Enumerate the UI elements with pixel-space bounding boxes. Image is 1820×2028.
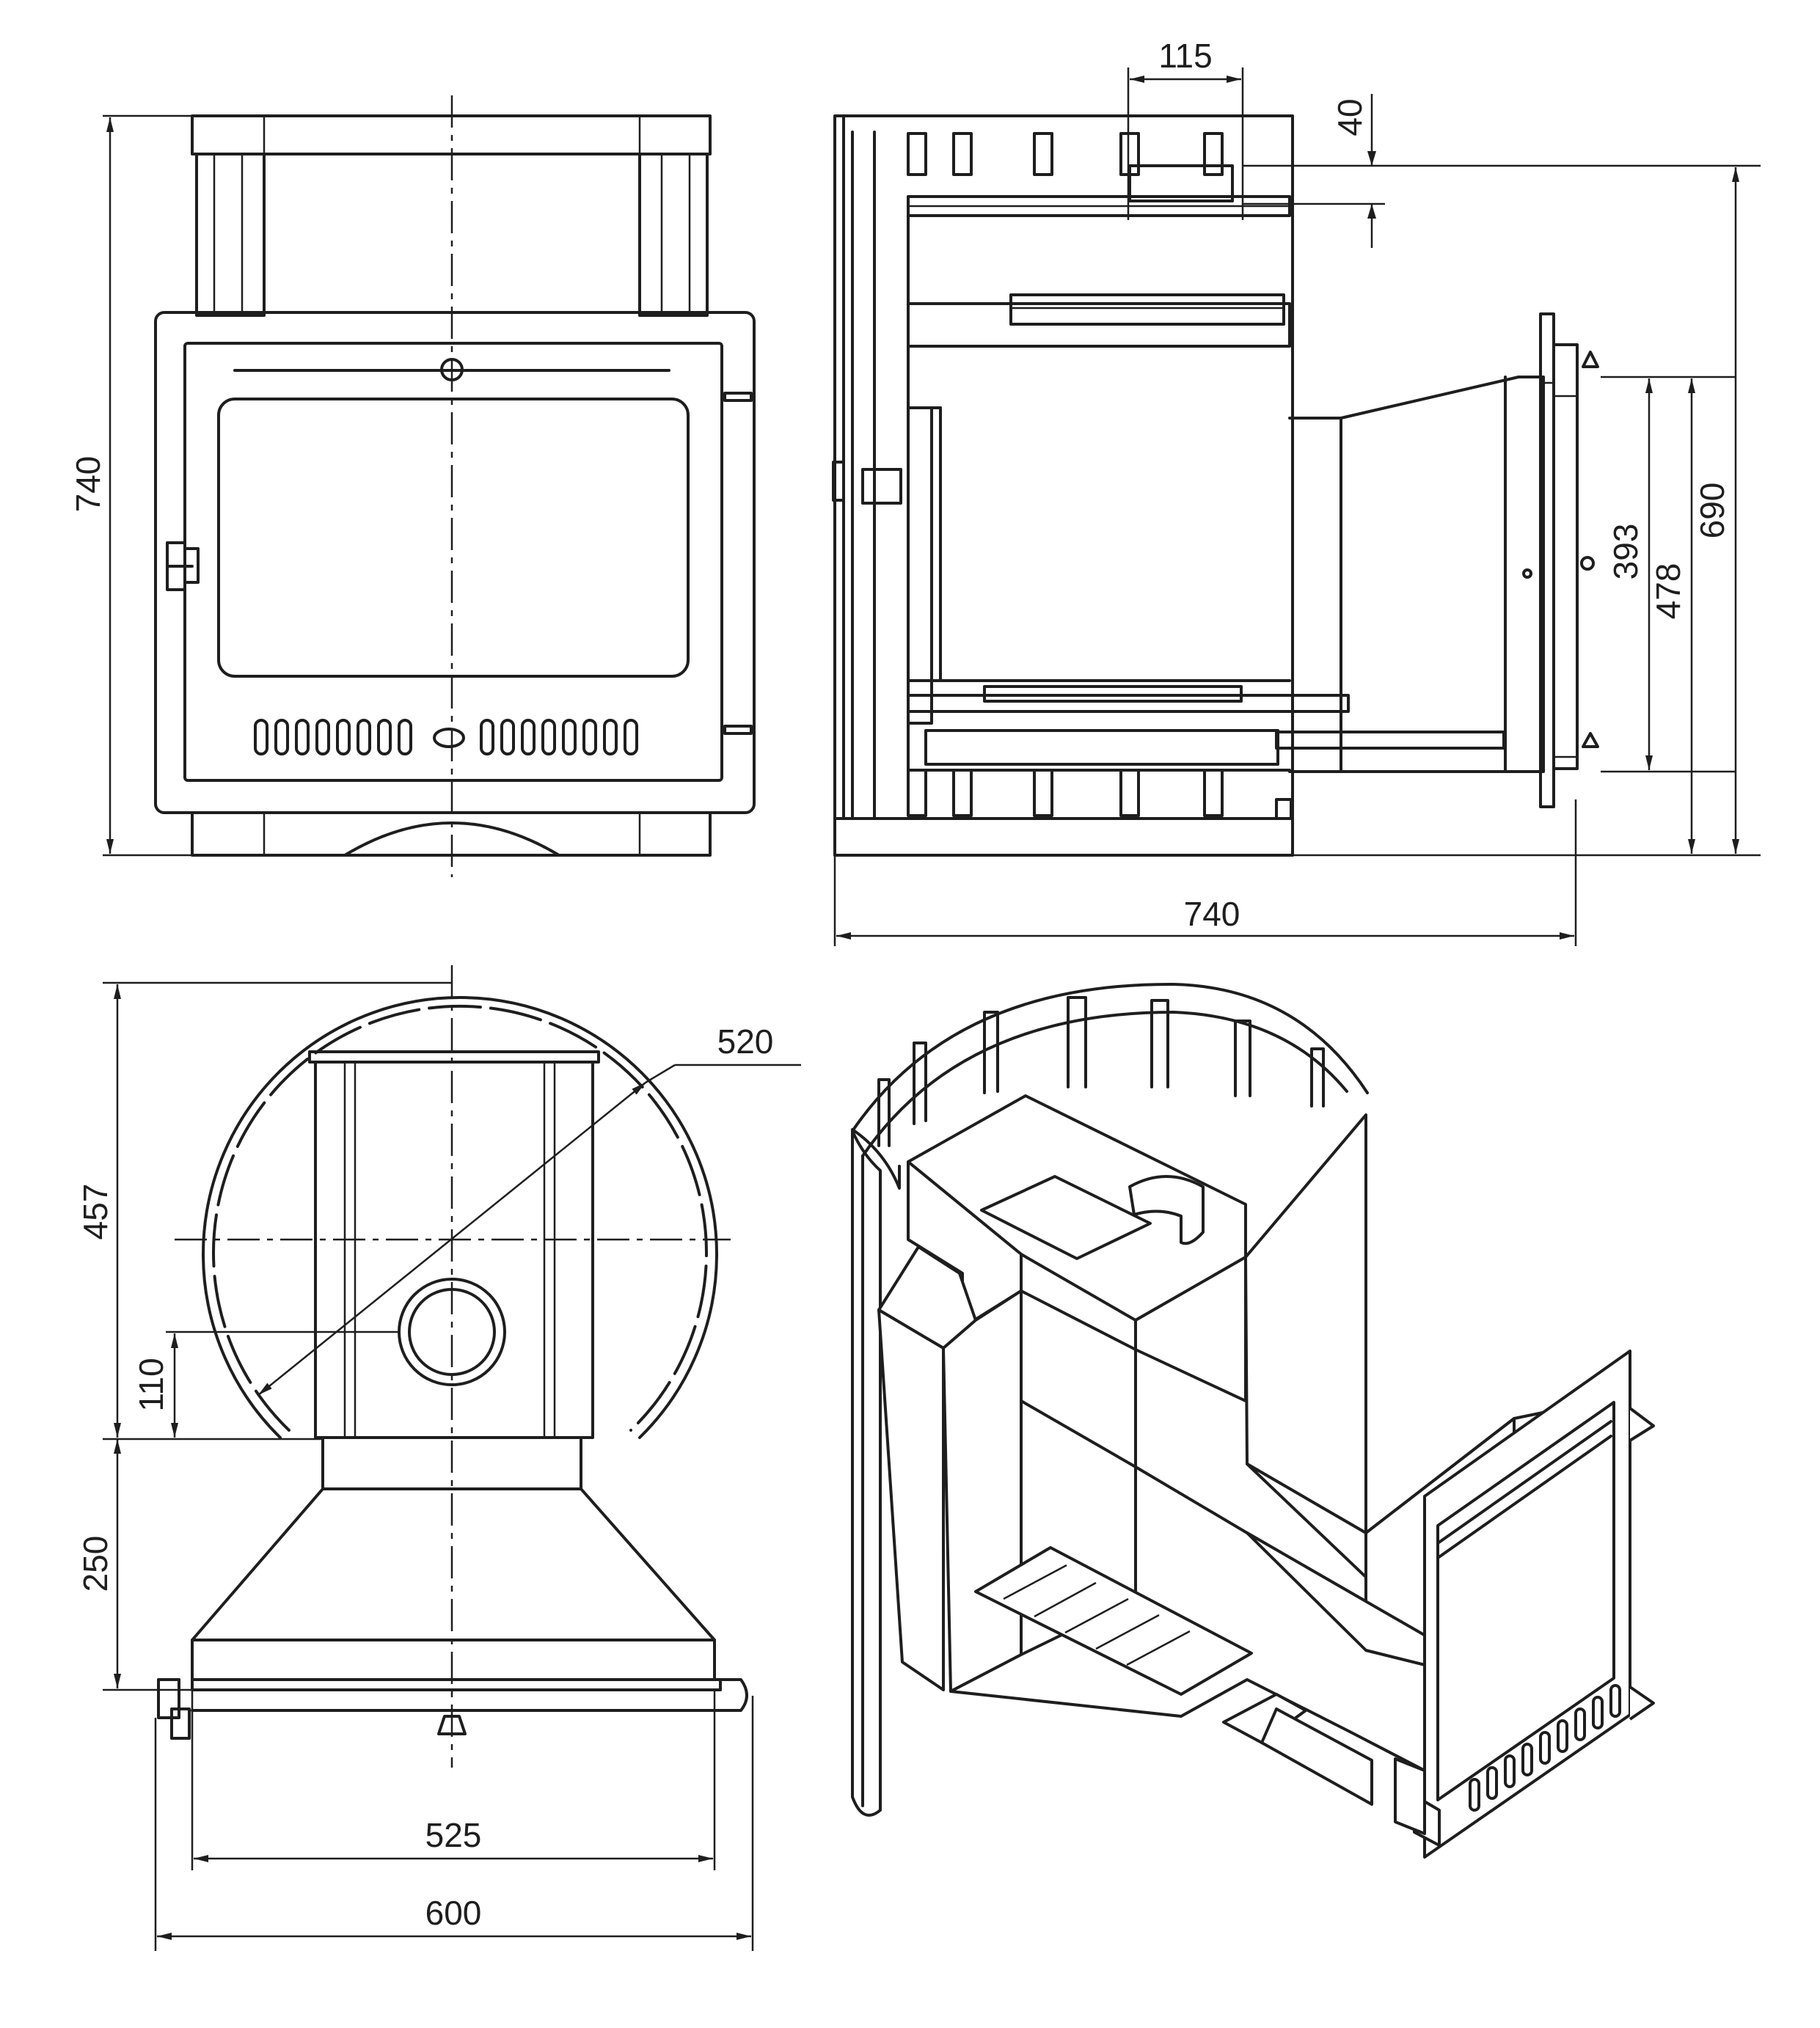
dim-front-height: 740	[69, 114, 192, 857]
dim-plan-depth: 457	[76, 981, 452, 1441]
iso-rack-bars	[877, 996, 1325, 1147]
dim-side-top-offset: 40	[1243, 94, 1761, 248]
dim-side-depth: 740	[833, 799, 1577, 946]
dim-plan-collar: 110	[132, 1330, 399, 1438]
dim-front-height-label: 740	[69, 456, 107, 513]
dim-plan-total-width: 600	[154, 1696, 754, 1951]
side-firebox	[907, 214, 1505, 772]
side-outer-body	[832, 114, 1294, 820]
dim-side-393-label: 393	[1607, 524, 1645, 580]
dim-plan-total-width-label: 600	[425, 1894, 482, 1932]
dim-plan-collar-label: 110	[132, 1358, 170, 1411]
iso-firebox-floor	[949, 1465, 1432, 1806]
dim-plan-tunnel: 250	[76, 1439, 192, 1691]
iso-door-frame	[1394, 1350, 1655, 1859]
stove-body	[154, 311, 756, 814]
dim-plan-door-width-label: 525	[425, 1816, 482, 1854]
dim-plan-radius: 520	[257, 1022, 801, 1396]
side-base-grill	[833, 769, 1294, 857]
dim-side-top-width-label: 115	[1158, 37, 1212, 75]
dim-side-right: 393 478 690	[1293, 167, 1761, 857]
dim-plan-depth-label: 457	[76, 1184, 114, 1240]
side-top-grill	[907, 132, 1291, 217]
side-view: 115 40 393 478 690 7	[832, 37, 1761, 946]
dim-side-top-offset-label: 40	[1331, 98, 1369, 136]
air-vents	[254, 719, 638, 755]
front-view: 740	[69, 95, 756, 877]
dim-side-top-width: 115	[1127, 37, 1244, 220]
plan-firebox	[308, 1050, 600, 1439]
plan-view: 520 457 110 250 525	[76, 965, 801, 1951]
dim-plan-radius-label: 520	[717, 1022, 774, 1061]
iso-door-vents	[1469, 1684, 1621, 1812]
dim-side-depth-label: 740	[1184, 895, 1240, 933]
plan-circle-shell	[202, 996, 718, 1439]
iso-firebox-top	[907, 1094, 1247, 1322]
door-handle	[166, 541, 200, 591]
dim-plan-door-width: 525	[191, 1690, 716, 1870]
isometric-view	[851, 982, 1655, 1859]
plan-tunnel	[157, 1436, 748, 1740]
dim-plan-tunnel-label: 250	[76, 1536, 114, 1592]
dim-side-478-label: 478	[1649, 563, 1687, 620]
side-tunnel	[1288, 312, 1599, 808]
dim-side-690-label: 690	[1693, 483, 1731, 539]
